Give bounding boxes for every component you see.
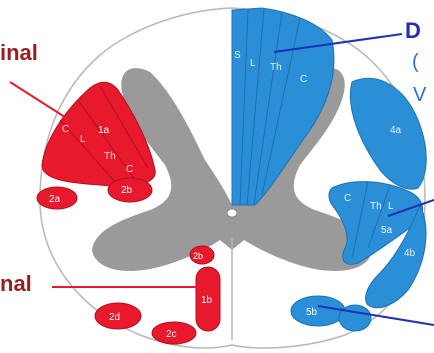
right-label-paren: ( — [412, 51, 419, 73]
nucleus-2d-label: 2d — [109, 312, 120, 323]
left-label-top: inal — [0, 40, 38, 65]
tract-5b — [291, 296, 345, 326]
nucleus-2b-mid-label: 2b — [193, 251, 203, 261]
tract-4b-label: 4b — [404, 248, 416, 259]
left-label-bottom: nal — [0, 271, 32, 296]
tract-small-blue — [339, 305, 371, 331]
nucleus-2b-left-label: 2b — [121, 185, 133, 196]
tract-4a-label: 4a — [390, 125, 402, 136]
red-label-1a: 1a — [98, 125, 110, 136]
red-label-l: L — [80, 134, 86, 145]
nucleus-2a-label: 2a — [49, 194, 61, 205]
right-label-d: D — [405, 18, 421, 43]
lateral-label-l: L — [388, 201, 394, 212]
dorsal-label-c: C — [300, 74, 307, 85]
central-canal — [227, 209, 237, 217]
dorsal-label-th: Th — [270, 62, 282, 73]
nucleus-1b-label: 1b — [201, 295, 213, 306]
tract-5b-label: 5b — [306, 307, 318, 318]
dorsal-label-s: S — [234, 50, 241, 61]
red-label-c2: C — [126, 164, 133, 175]
right-label-v: V — [413, 84, 427, 106]
lateral-label-th: Th — [370, 201, 382, 212]
red-label-c1: C — [62, 124, 69, 135]
lateral-label-c: C — [344, 193, 351, 204]
red-label-th: Th — [104, 151, 116, 162]
nucleus-2c-label: 2c — [166, 329, 177, 340]
dorsal-label-l: L — [250, 58, 256, 69]
tract-5a-label: 5a — [381, 225, 393, 236]
